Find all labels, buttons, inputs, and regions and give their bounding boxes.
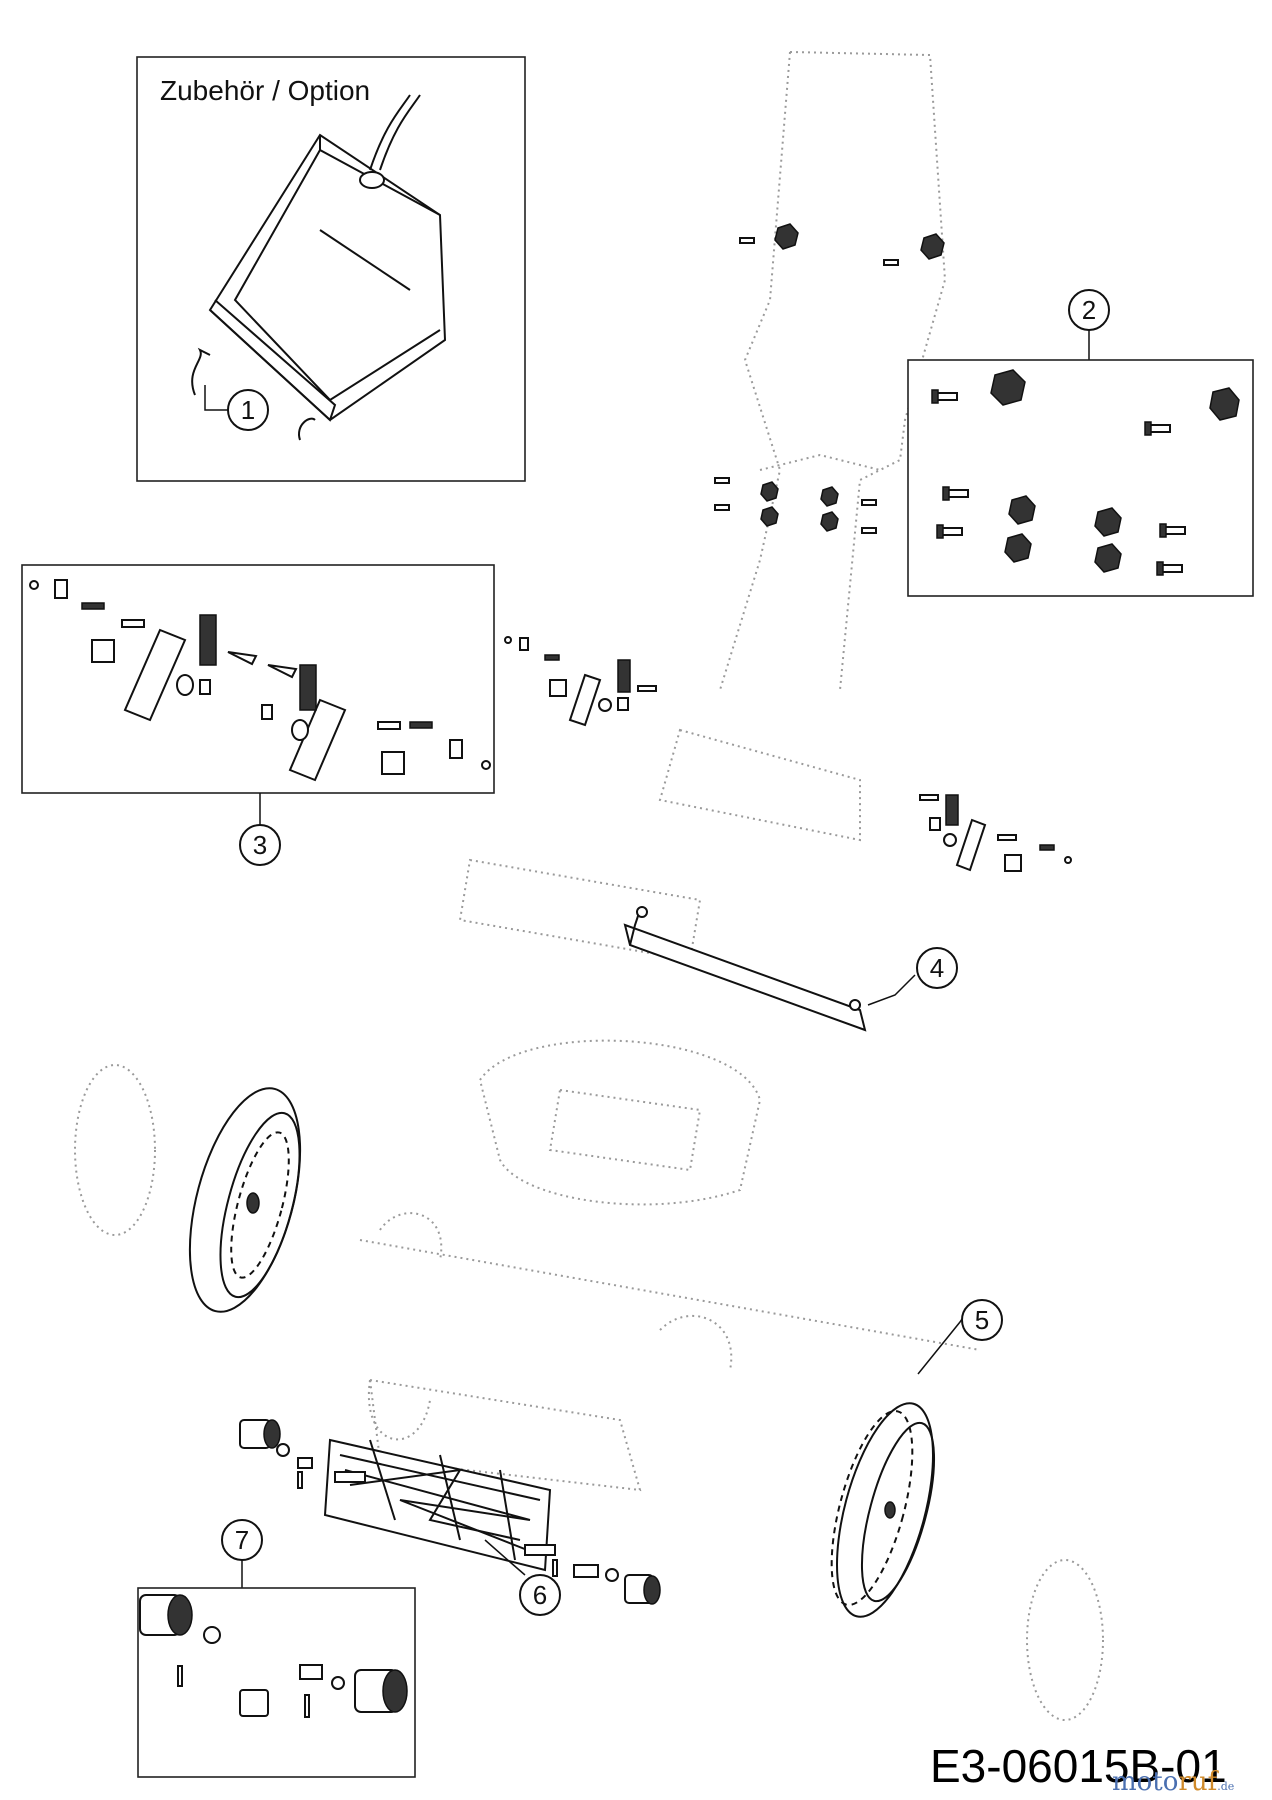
height-adjust-right-assembly	[919, 794, 1072, 872]
svg-text:7: 7	[235, 1525, 249, 1555]
watermark-part2: ruf	[1178, 1767, 1219, 1797]
callout-2: 2	[1068, 289, 1110, 331]
handle-bolt	[931, 389, 1186, 576]
svg-text:motoruf.de: motoruf.de	[1112, 1767, 1234, 1797]
watermark-suffix: .de	[1217, 1780, 1234, 1793]
handle-knobs-on-frame	[714, 223, 945, 534]
height-adjust-box: 3	[21, 564, 495, 866]
svg-text:1: 1	[241, 395, 255, 425]
bearing-kit-box: 7	[137, 1519, 416, 1778]
callout-4: 4	[916, 947, 958, 989]
callout-7: 7	[221, 1519, 263, 1561]
accessory-box-title: Zubehör / Option	[160, 75, 370, 106]
clip-right	[298, 417, 316, 441]
left-wheel	[188, 1087, 302, 1313]
accessory-box: Zubehör / Option 1	[136, 56, 526, 482]
callout-5: 5	[961, 1299, 1003, 1341]
callout-6: 6	[519, 1574, 561, 1616]
svg-text:4: 4	[930, 953, 944, 983]
svg-text:6: 6	[533, 1580, 547, 1610]
grass-catcher	[208, 94, 447, 422]
cutting-cylinder	[239, 1419, 661, 1605]
star-knob	[990, 369, 1240, 573]
handle-hardware-box: 2	[907, 289, 1254, 597]
svg-text:2: 2	[1082, 295, 1096, 325]
svg-text:3: 3	[253, 830, 267, 860]
callout-3: 3	[239, 824, 281, 866]
svg-text:5: 5	[975, 1305, 989, 1335]
clip-left	[191, 347, 211, 396]
height-adjust-left-assembly	[504, 636, 657, 727]
bottom-blade-bar	[623, 906, 867, 1032]
bearing-kit-parts	[139, 1594, 408, 1718]
drawing-code: E3-06015B-01	[930, 1740, 1227, 1792]
callout-1: 1	[227, 389, 269, 431]
height-adjust-lever	[29, 579, 491, 782]
watermark: motoruf.de	[1112, 1767, 1234, 1797]
watermark-part1: moto	[1112, 1767, 1178, 1797]
right-wheel	[830, 1402, 936, 1618]
